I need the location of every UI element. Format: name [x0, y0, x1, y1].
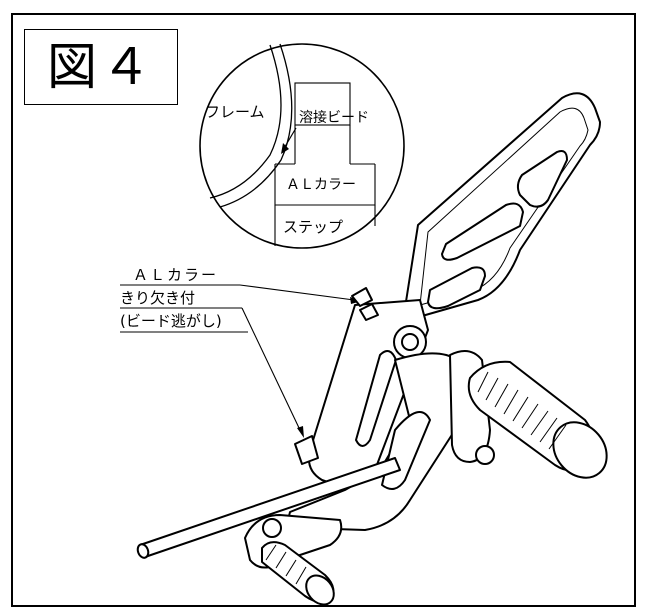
- callout-line-2: きり欠き付: [120, 289, 195, 307]
- footpeg-knurl: [477, 371, 567, 450]
- frame-curve-inner: [219, 43, 293, 208]
- bracket-plate: [404, 92, 601, 320]
- step-label: ステップ: [283, 218, 343, 236]
- weld-bead-box: [294, 82, 351, 126]
- cutout-3: [427, 266, 486, 310]
- arm-slot-1: [355, 350, 397, 447]
- figure-title: 図４: [47, 38, 155, 96]
- lower-bolt: [294, 435, 319, 465]
- callout-line-1: ＡＬカラー: [133, 266, 218, 284]
- cutout-2: [441, 202, 524, 261]
- collar-box: [274, 164, 376, 206]
- figure-label-box: 図４: [24, 29, 178, 105]
- frame-curve-outer: [209, 44, 282, 199]
- footpeg-end: [552, 421, 608, 479]
- callout: ＡＬカラー きり欠き付 (ビード逃がし): [120, 266, 362, 438]
- drawing-border: [11, 13, 636, 607]
- cutout-1: [516, 150, 568, 208]
- step-assembly: [136, 92, 608, 606]
- detail-circle: [199, 43, 405, 249]
- collar-label: ＡＬカラー: [286, 177, 356, 193]
- callout-line-3: (ビード逃がし): [120, 312, 222, 330]
- weld-bead-label: 溶接ビード: [299, 109, 369, 126]
- frame-label: フレーム: [205, 103, 265, 121]
- detail-view: フレーム 溶接ビード ＡＬカラー ステップ: [199, 43, 405, 249]
